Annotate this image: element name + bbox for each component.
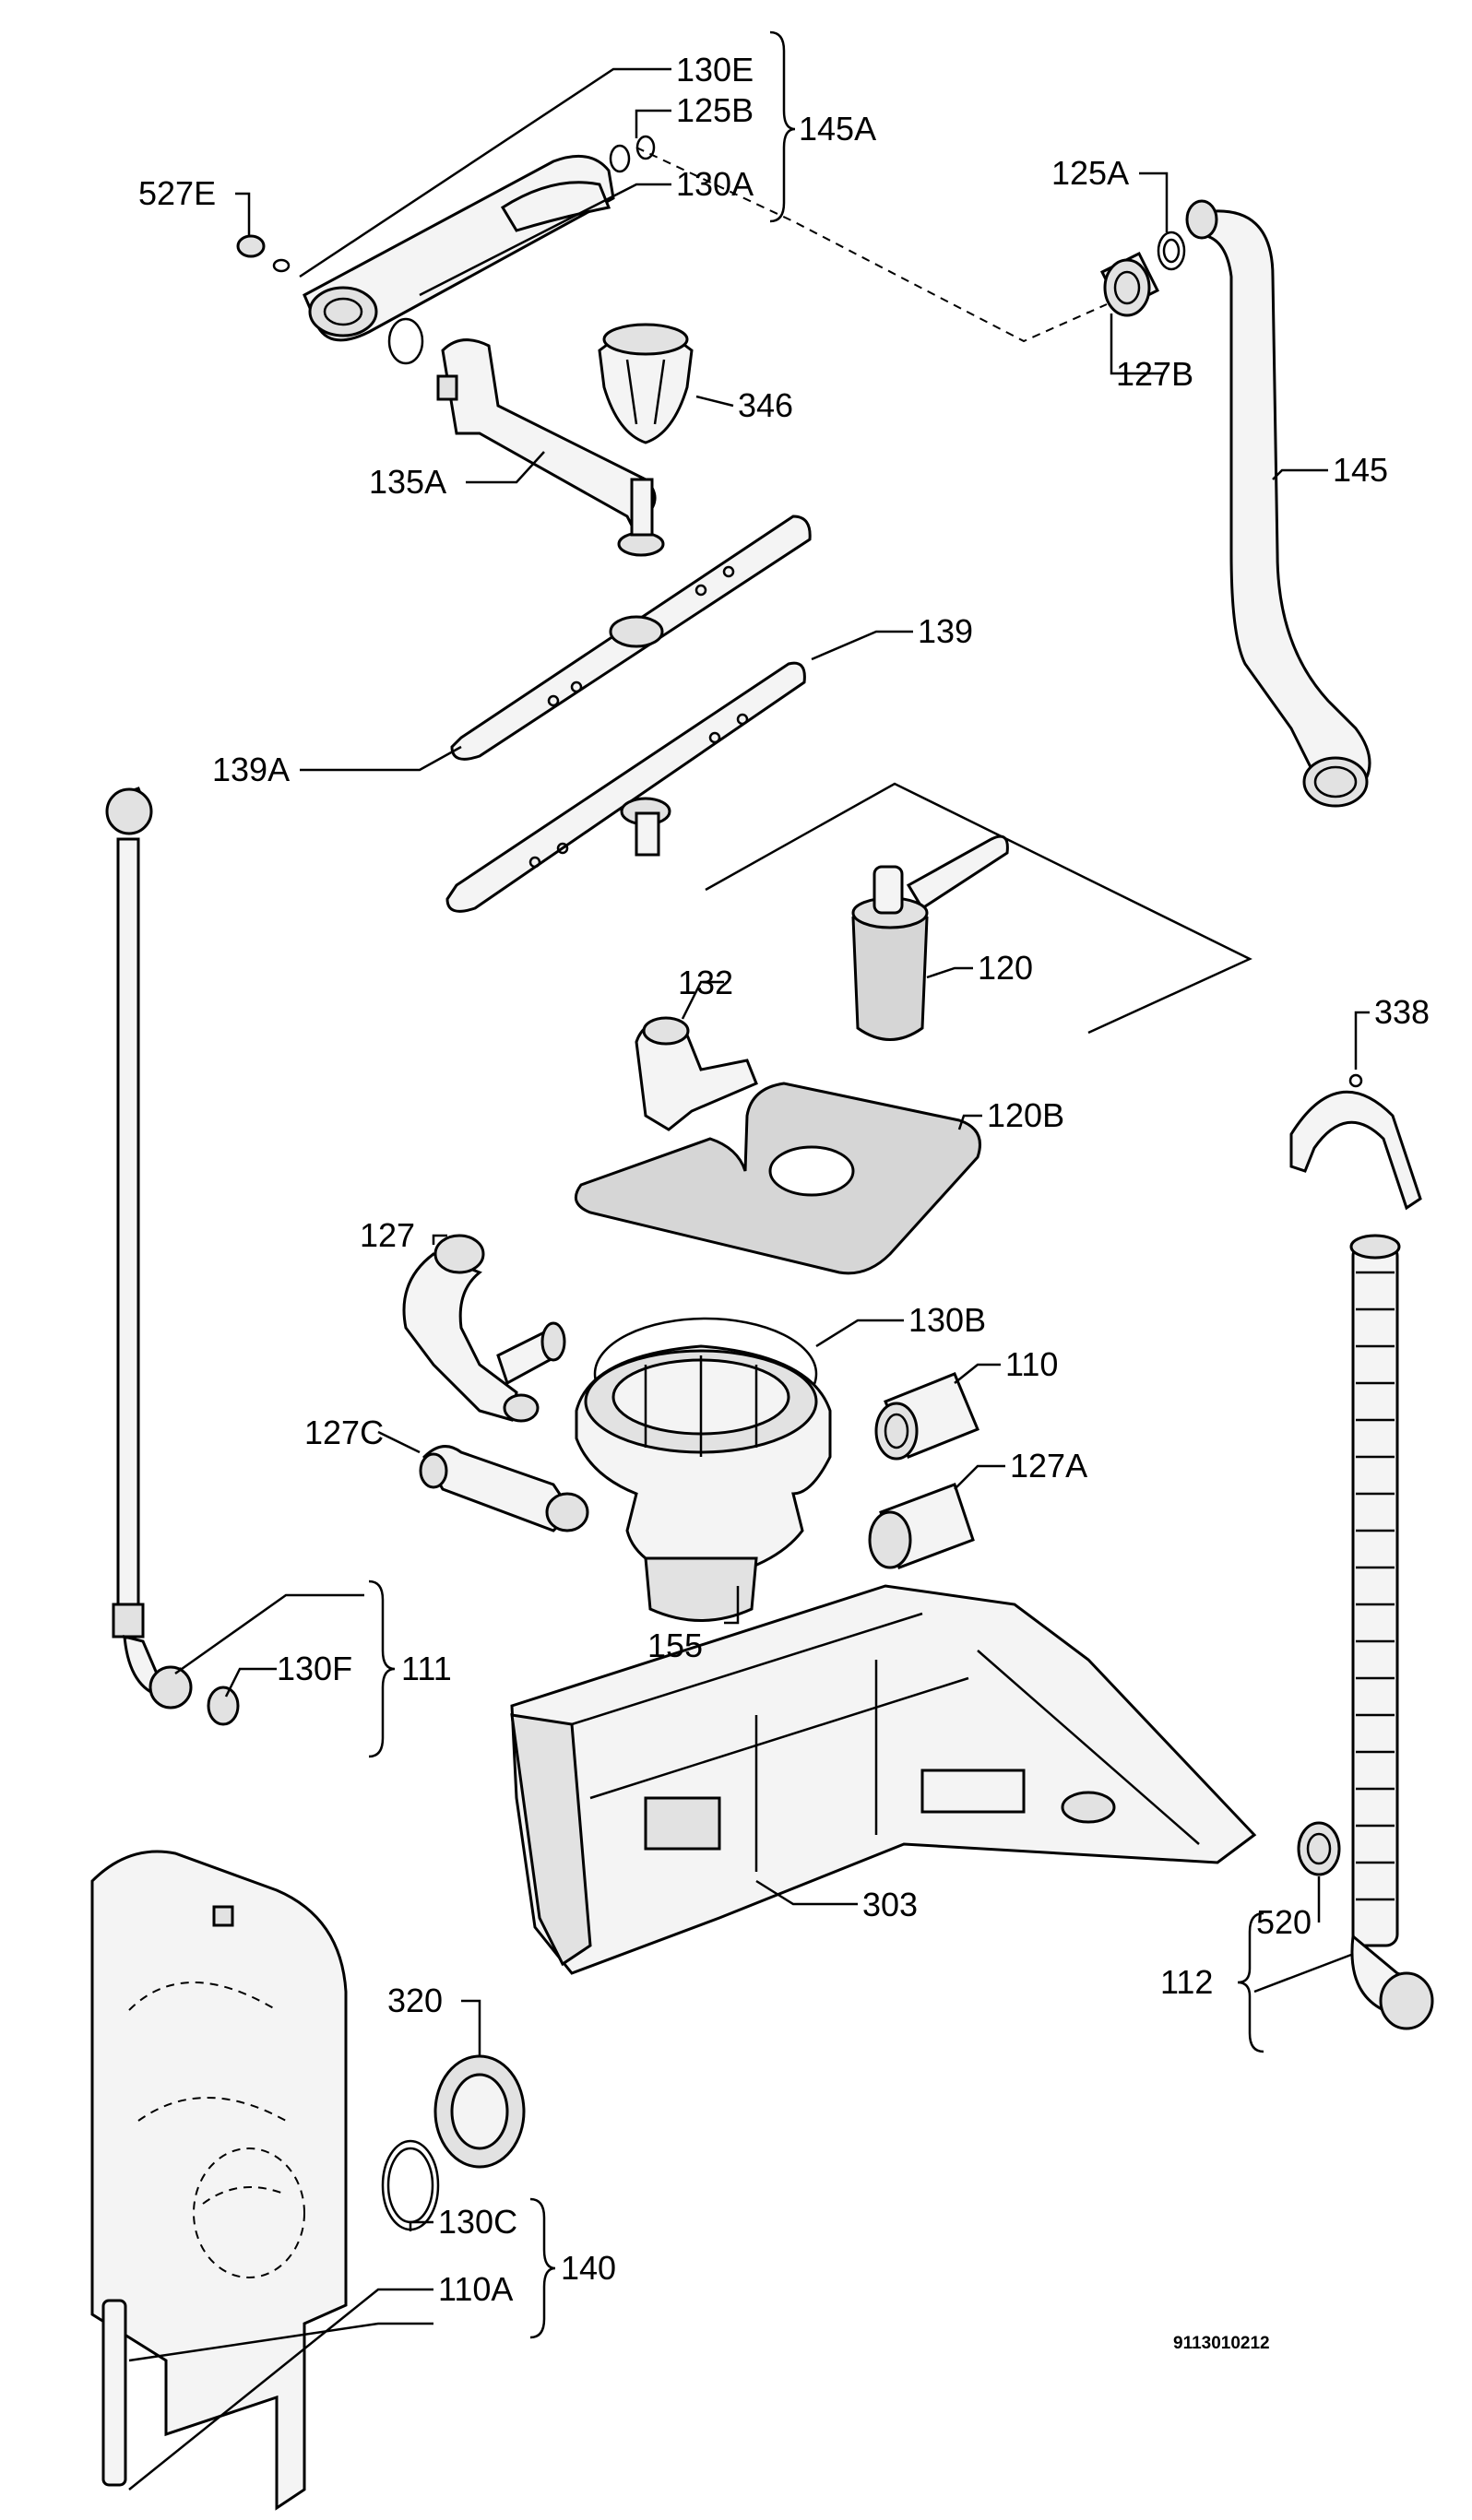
- label-125a: 125A: [1051, 154, 1129, 192]
- part-labels: 130E 125B 145A 130A 527E 125A 127B 346 1…: [138, 51, 1430, 2353]
- inlet-hose-111: [105, 787, 193, 1710]
- upper-water-pipe-145a: [303, 154, 615, 342]
- label-125b: 125B: [676, 91, 754, 129]
- hose-127: [402, 1234, 566, 1423]
- label-338: 338: [1374, 993, 1430, 1031]
- clip-520: [1297, 1821, 1341, 1876]
- label-127: 127: [360, 1216, 415, 1254]
- spray-nozzle-346: [598, 323, 694, 444]
- sleeve-127a: [868, 1483, 975, 1569]
- label-130e: 130E: [676, 51, 754, 89]
- nut-527e: [236, 234, 291, 273]
- label-145a: 145A: [799, 110, 876, 148]
- label-346: 346: [738, 386, 793, 424]
- seal-320: [433, 2054, 526, 2169]
- label-520: 520: [1256, 1903, 1312, 1941]
- air-break-132: [635, 1016, 758, 1131]
- label-130c: 130C: [438, 2203, 517, 2241]
- housing-140: [90, 1850, 348, 2511]
- label-110: 110: [1005, 1345, 1058, 1383]
- label-155: 155: [647, 1627, 703, 1664]
- brace-145a: [769, 30, 796, 223]
- label-139a: 139A: [212, 751, 290, 788]
- label-130f: 130F: [277, 1650, 352, 1687]
- label-130a: 130A: [676, 165, 754, 203]
- o-ring-130c: [381, 2139, 440, 2231]
- seal-130f: [207, 1686, 240, 1726]
- spray-arm-139: [445, 661, 806, 913]
- tube-110a: [101, 2299, 127, 2487]
- label-120: 120: [978, 949, 1033, 987]
- label-127b: 127B: [1116, 355, 1193, 393]
- label-320: 320: [387, 1982, 443, 2019]
- bracket-338: [1289, 1073, 1422, 1211]
- drain-hose-112: [1349, 1234, 1434, 2030]
- circulation-hose-145: [1185, 199, 1371, 808]
- brace-111: [368, 1579, 396, 1758]
- brace-112: [1237, 1911, 1264, 2053]
- micro-filter-120: [851, 834, 1009, 1041]
- label-112: 112: [1160, 1963, 1213, 2001]
- label-130b: 130B: [908, 1301, 986, 1339]
- label-140: 140: [561, 2249, 616, 2287]
- base-tray-303: [510, 1584, 1257, 1975]
- o-ring-130e: [609, 144, 631, 173]
- connector-127b: [1099, 251, 1160, 317]
- o-ring-130a: [387, 317, 424, 365]
- flat-filter-120b: [574, 1082, 981, 1275]
- diagram-code: 9113010212: [1173, 2334, 1270, 2353]
- connection-dash-line: [635, 147, 1108, 343]
- label-120b: 120B: [987, 1096, 1064, 1134]
- label-139: 139: [918, 612, 973, 650]
- brace-140: [529, 2197, 556, 2339]
- label-527e: 527E: [138, 174, 216, 212]
- label-145: 145: [1333, 451, 1388, 489]
- label-127c: 127C: [304, 1414, 384, 1451]
- sleeve-110: [874, 1372, 979, 1461]
- label-135a: 135A: [369, 463, 446, 501]
- upper-spray-arm-135a: [436, 338, 665, 557]
- seal-125a: [1157, 231, 1186, 271]
- label-132: 132: [678, 964, 733, 1001]
- label-111: 111: [401, 1650, 452, 1687]
- filter-frame-line: [705, 782, 1252, 1035]
- sump-assembly: [575, 1317, 832, 1622]
- label-110a: 110A: [438, 2270, 513, 2308]
- label-303: 303: [862, 1886, 918, 1923]
- label-127a: 127A: [1010, 1447, 1087, 1485]
- spray-arm-139a: [450, 515, 812, 761]
- leader-lines: [128, 67, 1370, 2490]
- hose-127c: [419, 1445, 589, 1532]
